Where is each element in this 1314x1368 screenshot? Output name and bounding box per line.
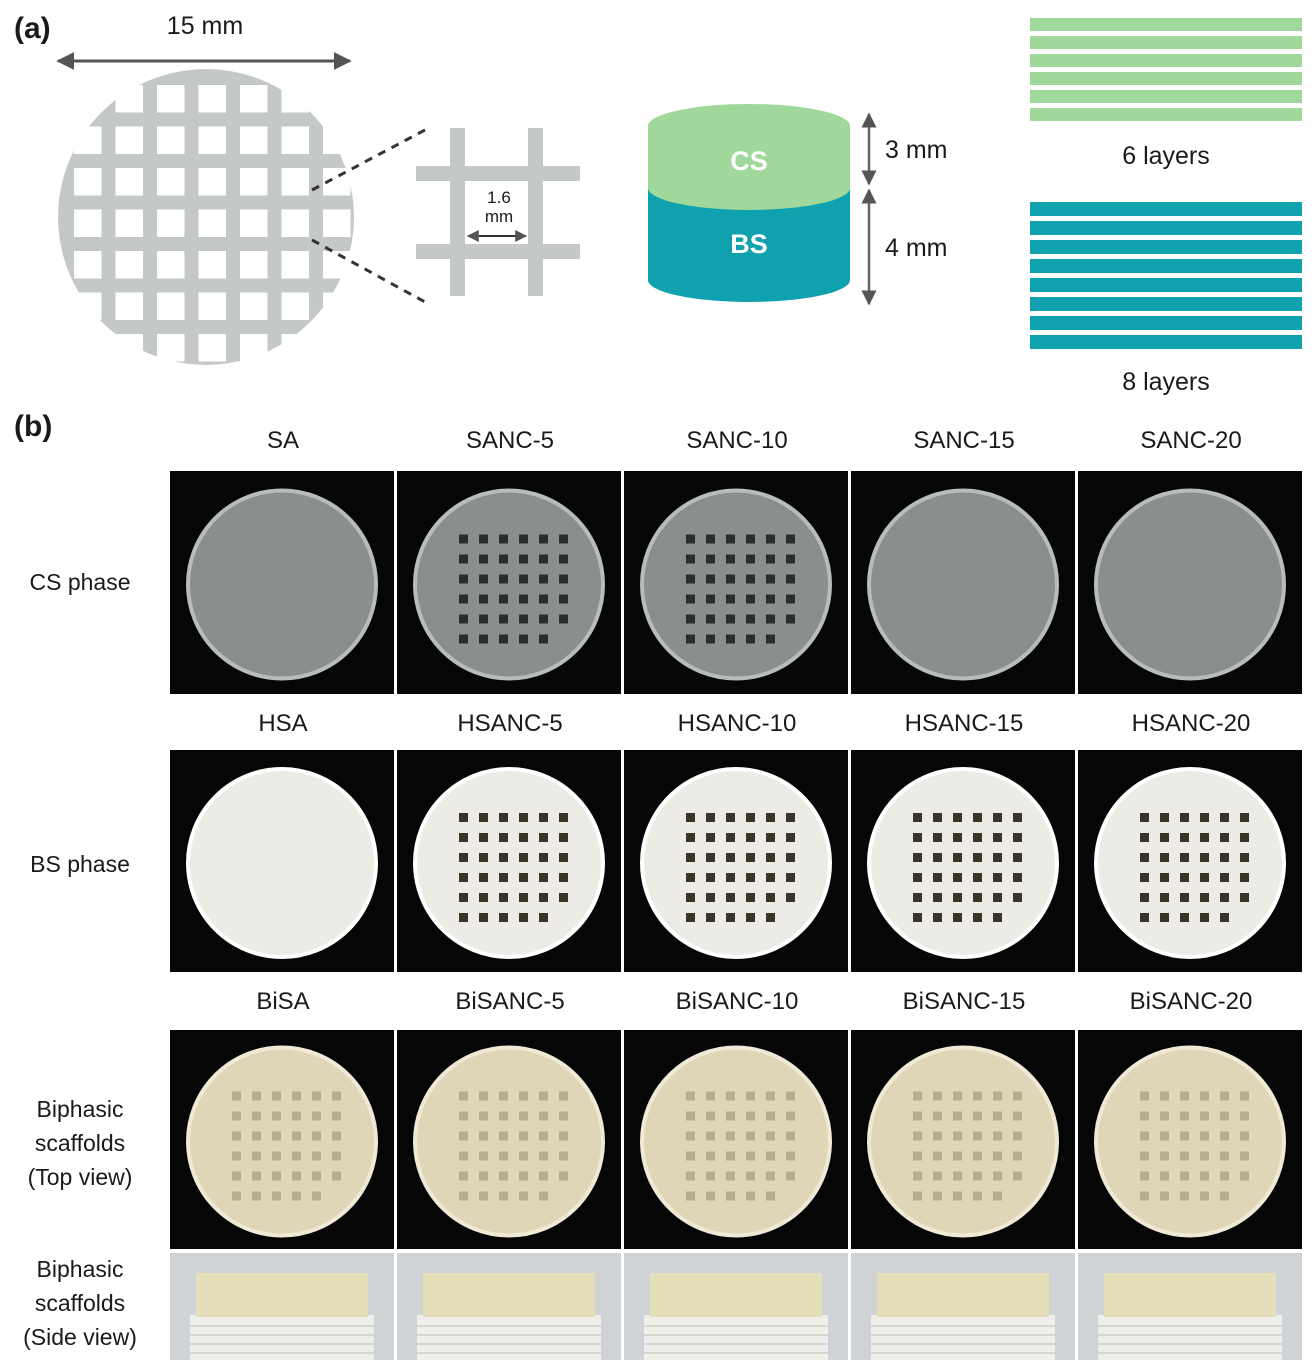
row-label-cs-phase: CS phase (29, 569, 131, 595)
cs-layer-stack (1030, 18, 1302, 121)
pore-size-label: 1.6 mm (484, 188, 514, 226)
scaffold-photo-bs-sa (170, 750, 394, 972)
col-label-hsanc5: HSANC-5 (457, 710, 563, 737)
scaffold-photo-side-sa (170, 1253, 394, 1360)
scaffold-photo-side-nc15 (851, 1253, 1075, 1360)
row-label-bs-phase: BS phase (30, 851, 130, 877)
cs-layer-label: CS (730, 146, 768, 176)
col-label-bisanc20: BiSANC-20 (1129, 988, 1253, 1015)
col-label-hsanc20: HSANC-20 (1131, 710, 1251, 737)
col-label-bisanc5: BiSANC-5 (455, 988, 565, 1015)
row-label-side-view: Biphasic scaffolds (Side view) (23, 1256, 137, 1350)
scaffold-photo-side-nc10 (624, 1253, 848, 1360)
col-label-sanc5: SANC-5 (465, 427, 555, 454)
col-label-sanc15: SANC-15 (913, 427, 1015, 454)
biphasic-cylinder (648, 104, 850, 302)
scaffold-photo-side-nc5 (397, 1253, 621, 1360)
cs-height-label: 3 mm (885, 136, 948, 164)
grid-disc (58, 69, 354, 365)
panel-a-diagram (56, 18, 1302, 365)
col-label-hsa: HSA (258, 710, 308, 737)
zoom-line-top (311, 128, 426, 192)
scaffold-photo-cs-nc5 (397, 471, 621, 694)
col-label-hsanc15: HSANC-15 (904, 710, 1024, 737)
bs-layer-stack (1030, 202, 1302, 349)
scaffold-photo-top-nc5 (397, 1030, 621, 1249)
cs-layers-label: 6 layers (1122, 142, 1210, 170)
col-label-hsanc10: HSANC-10 (677, 710, 797, 737)
scaffold-photo-cs-nc15 (851, 471, 1075, 694)
bs-layer-label: BS (730, 229, 768, 259)
col-label-bisanc15: BiSANC-15 (902, 988, 1026, 1015)
zoom-line-bottom (311, 238, 426, 304)
scaffold-photo-cs-nc20 (1078, 471, 1302, 694)
scaffold-photo-cs-sa (170, 471, 394, 694)
panel-a-letter: (a) (14, 12, 51, 45)
col-label-sanc10: SANC-10 (686, 427, 788, 454)
col-label-sa: SA (266, 427, 299, 454)
col-label-bisanc10: BiSANC-10 (675, 988, 799, 1015)
scaffold-photo-top-nc20 (1078, 1030, 1302, 1249)
scaffold-photo-top-nc15 (851, 1030, 1075, 1249)
zoomed-grid (416, 128, 580, 296)
scaffold-photo-cs-nc10 (624, 471, 848, 694)
col-label-bisa: BiSA (256, 988, 310, 1015)
scaffold-photo-bs-nc10 (624, 750, 848, 972)
panel-b-letter: (b) (14, 410, 53, 443)
scaffold-photo-bs-nc15 (851, 750, 1075, 972)
bs-layers-label: 8 layers (1122, 368, 1210, 396)
row-label-top-view: Biphasic scaffolds (Top view) (27, 1096, 133, 1190)
bs-height-label: 4 mm (885, 234, 948, 262)
scaffold-photo-side-nc20 (1078, 1253, 1302, 1360)
diameter-label: 15 mm (166, 12, 244, 40)
scaffold-photo-top-sa (170, 1030, 394, 1249)
scaffold-photo-top-nc10 (624, 1030, 848, 1249)
col-label-sanc20: SANC-20 (1140, 427, 1242, 454)
scaffold-photo-bs-nc5 (397, 750, 621, 972)
scaffold-photo-bs-nc20 (1078, 750, 1302, 972)
